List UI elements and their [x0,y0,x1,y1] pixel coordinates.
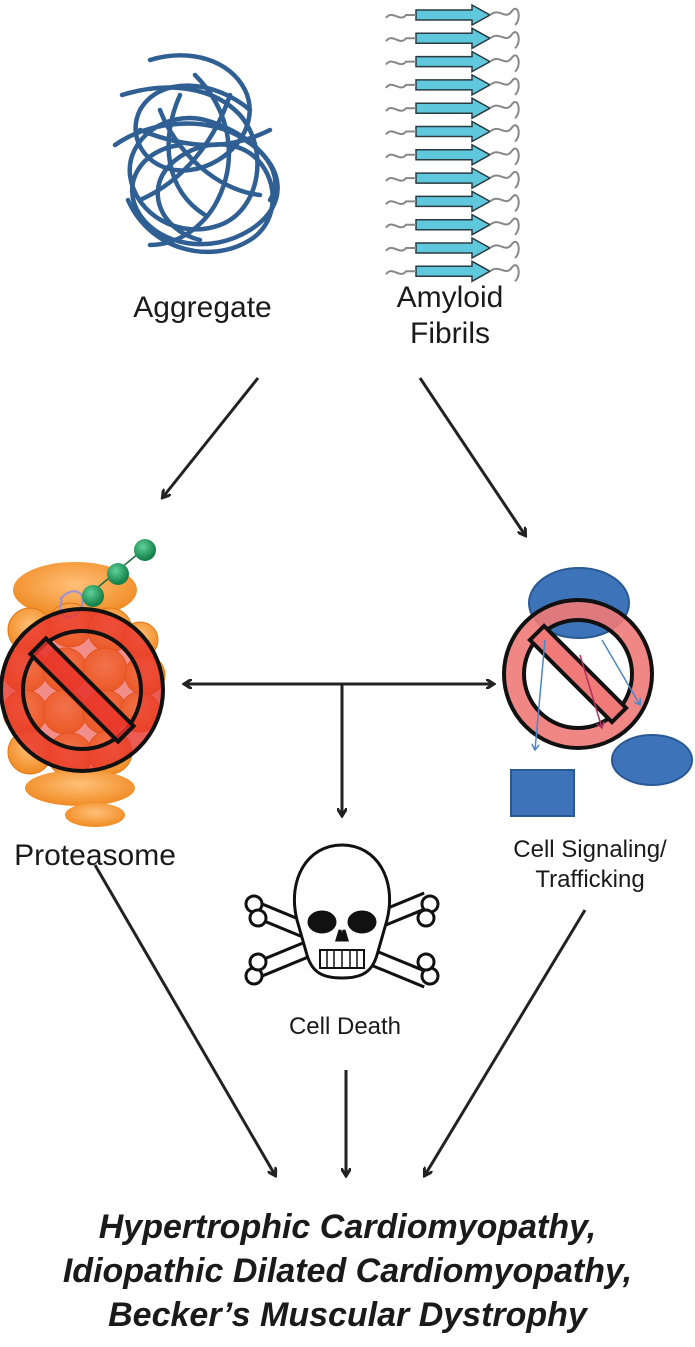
loop [385,223,416,229]
beta-strand [415,3,492,27]
amyloid-label-line: Amyloid [396,281,504,314]
beta-sheet-fibril-icon [385,3,520,283]
outcome-line: Hypertrophic Cardiomyopathy, [98,1208,597,1246]
signaling-label-line: Trafficking [535,866,645,893]
beta-strand [415,190,492,213]
arrow-proteasome-to-outcome [93,864,275,1175]
inhibition-icon [502,598,654,750]
loop [385,107,416,112]
outcome-line: Idiopathic Dilated Cardiomyopathy, [62,1252,633,1290]
loop [489,194,520,213]
tangled-aggregate-icon [112,53,280,255]
ubiquitin-icon [134,539,156,561]
beta-strand [415,166,492,190]
arrow-signaling-to-outcome [425,909,587,1175]
beta-strand [415,73,492,97]
beta-strand [415,213,492,236]
arrow-aggregate-to-proteasome [163,377,260,497]
loop [489,31,520,50]
ubiquitin-icon [82,585,104,607]
loop [489,7,520,26]
loop [385,246,416,252]
loop [385,130,416,136]
beta-strand [415,50,492,73]
loop [489,54,520,73]
loop [385,200,416,206]
loop [385,60,416,66]
skull-crossbones-icon [244,843,440,989]
outcome-diseases: Hypertrophic Cardiomyopathy, Idiopathic … [0,1205,695,1337]
loop [489,240,520,259]
beta-strand [415,27,492,50]
beta-strand [415,236,492,260]
loop [489,101,520,119]
ubiquitin-icon [107,563,129,585]
cell-death-label: Cell Death [288,1013,402,1040]
loop [385,153,416,159]
amyloid-label-line: Fibrils [410,317,490,350]
loop [385,37,416,42]
signaling-pathway-icon [502,567,693,817]
loop [489,264,520,283]
loop [385,176,416,182]
loop [489,147,520,166]
loop [385,13,416,19]
proteasome-icon [0,539,166,827]
loop [489,77,520,96]
signaling-label: Cell Signaling/ Trafficking [485,835,695,895]
proteasome-label: Proteasome [14,839,176,872]
beta-strand [415,143,492,167]
beta-strand [415,260,492,283]
loop [385,270,416,275]
aggregate-label: Aggregate [133,291,272,324]
loop [385,83,416,89]
signaling-label-line: Cell Signaling/ [513,836,667,863]
amyloid-label: Amyloid Fibrils [370,280,530,352]
loop [489,217,520,236]
inhibition-icon [0,607,165,773]
arrow-amyloid-to-signaling [418,377,525,535]
beta-strand [415,96,492,120]
outcome-line: Becker’s Muscular Dystrophy [108,1296,587,1334]
loop [489,171,520,189]
loop [489,124,520,143]
beta-strand [415,120,492,143]
